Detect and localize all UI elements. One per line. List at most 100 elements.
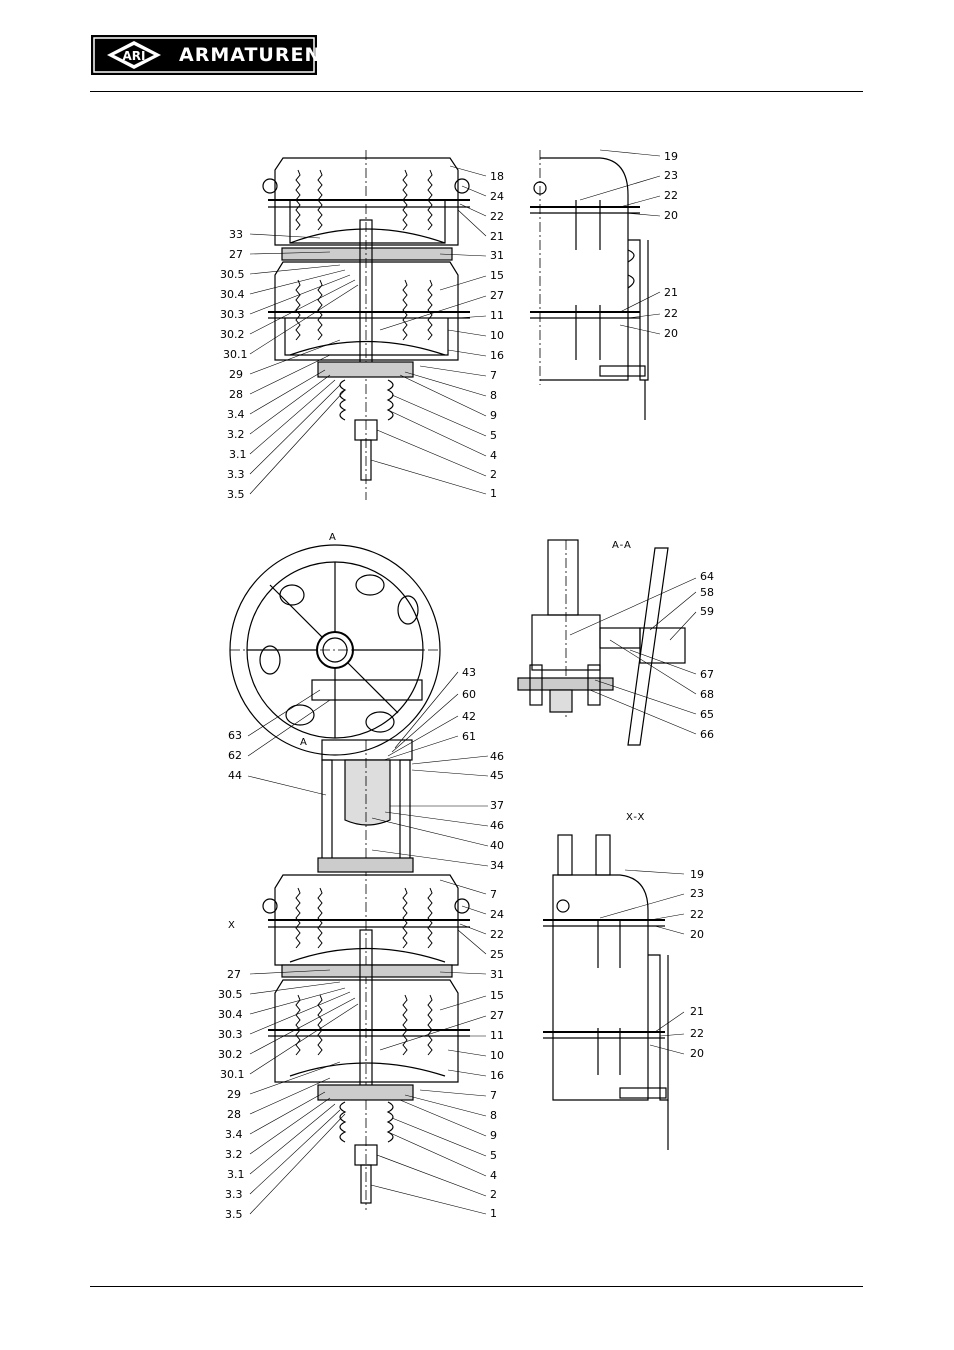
callout-label: 16: [490, 349, 504, 362]
callout-label: 66: [700, 728, 714, 741]
callout-label: 8: [490, 1109, 497, 1122]
callout-label: 30.3: [218, 1028, 243, 1041]
callout-label: 4: [490, 449, 497, 462]
callout-label: 3.5: [227, 488, 245, 501]
logo-mark-text: ARI: [123, 49, 146, 63]
callout-label: 27: [229, 248, 243, 261]
section-xx-title: X-X: [626, 812, 646, 823]
callout-label: 2: [490, 468, 497, 481]
callout-label: 11: [490, 1029, 504, 1042]
callout-label: 61: [462, 730, 476, 743]
callout-label: 31: [490, 968, 504, 981]
callout-label: 7: [490, 1089, 497, 1102]
callout-label: 10: [490, 1049, 504, 1062]
callout-label: 24: [490, 190, 504, 203]
callout-label: 23: [664, 169, 678, 182]
bottom-main-section-view: [262, 857, 470, 1204]
callout-label: 33: [229, 228, 243, 241]
callout-label: 21: [490, 230, 504, 243]
callout-label: 1: [490, 1207, 497, 1220]
callout-label: 23: [690, 887, 704, 900]
callout-label: 63: [228, 729, 242, 742]
callout-label: 22: [490, 210, 504, 223]
handwheel-view: [229, 544, 441, 1210]
section-mark-x: X: [228, 920, 236, 931]
callout-label: 34: [490, 859, 504, 872]
callout-label: 30.1: [220, 1068, 245, 1081]
callout-label: 64: [700, 570, 714, 583]
callout-label: 30.4: [218, 1008, 243, 1021]
callout-label: 46: [490, 750, 504, 763]
callout-label: 30.1: [223, 348, 248, 361]
callout-label: 7: [490, 369, 497, 382]
callout-label: 20: [664, 209, 678, 222]
callout-label: 46: [490, 819, 504, 832]
callout-label: 30.2: [220, 328, 245, 341]
callout-label: 18: [490, 170, 504, 183]
callout-label: 30.5: [218, 988, 243, 1001]
callout-label: 28: [227, 1108, 241, 1121]
callout-label: 29: [227, 1088, 241, 1101]
callout-label: 22: [690, 908, 704, 921]
callout-label: 8: [490, 389, 497, 402]
callout-label: 27: [227, 968, 241, 981]
callout-label: 10: [490, 329, 504, 342]
callout-label: 3.5: [225, 1208, 243, 1221]
callout-label: 27: [490, 1009, 504, 1022]
callout-label: 37: [490, 799, 504, 812]
callout-label: 20: [690, 1047, 704, 1060]
callout-label: 19: [664, 150, 678, 163]
section-aa-title: A-A: [612, 540, 632, 551]
callout-label: 22: [690, 1027, 704, 1040]
ari-armaturen-logo: ARI: [91, 35, 317, 75]
callout-label: 3.2: [227, 428, 245, 441]
callout-label: 62: [228, 749, 242, 762]
callout-label: 9: [490, 409, 497, 422]
callout-label: 3.3: [225, 1188, 243, 1201]
callout-label: 67: [700, 668, 714, 681]
callout-label: 15: [490, 269, 504, 282]
brand-name: ARMATUREN: [179, 44, 322, 66]
callout-label: 22: [490, 928, 504, 941]
header-rule: [90, 91, 863, 92]
callout-label: 7: [490, 888, 497, 901]
footer-rule: [90, 1286, 863, 1287]
section-xx-view: [543, 834, 669, 1150]
section-mark-a-top: A: [329, 532, 337, 543]
callout-label: 30.4: [220, 288, 245, 301]
callout-label: 3.4: [227, 408, 245, 421]
callout-label: 25: [490, 948, 504, 961]
callout-label: 11: [490, 309, 504, 322]
callout-label: 68: [700, 688, 714, 701]
callout-label: 20: [690, 928, 704, 941]
callout-label: 27: [490, 289, 504, 302]
callout-label: 45: [490, 769, 504, 782]
callout-label: 31: [490, 249, 504, 262]
callout-label: 3.2: [225, 1148, 243, 1161]
section-aa-view: [517, 539, 686, 746]
callout-label: 16: [490, 1069, 504, 1082]
callout-label: 65: [700, 708, 714, 721]
callout-label: 21: [690, 1005, 704, 1018]
callout-label: 1: [490, 487, 497, 500]
callout-label: 4: [490, 1169, 497, 1182]
callout-label: 20: [664, 327, 678, 340]
section-mark-a-bottom: A: [300, 737, 308, 748]
callout-label: 58: [700, 586, 714, 599]
callout-label: 2: [490, 1188, 497, 1201]
callout-label: 5: [490, 429, 497, 442]
callout-label: 22: [664, 189, 678, 202]
callout-label: 30.3: [220, 308, 245, 321]
callout-label: 28: [229, 388, 243, 401]
top-side-view: [530, 150, 649, 420]
callout-label: 3.4: [225, 1128, 243, 1141]
callout-label: 59: [700, 605, 714, 618]
callout-label: 43: [462, 666, 476, 679]
callout-label: 15: [490, 989, 504, 1002]
callout-label: 22: [664, 307, 678, 320]
callout-label: 3.3: [227, 468, 245, 481]
callout-label: 40: [490, 839, 504, 852]
callout-label: 42: [462, 710, 476, 723]
callout-label: 3.1: [229, 448, 247, 461]
